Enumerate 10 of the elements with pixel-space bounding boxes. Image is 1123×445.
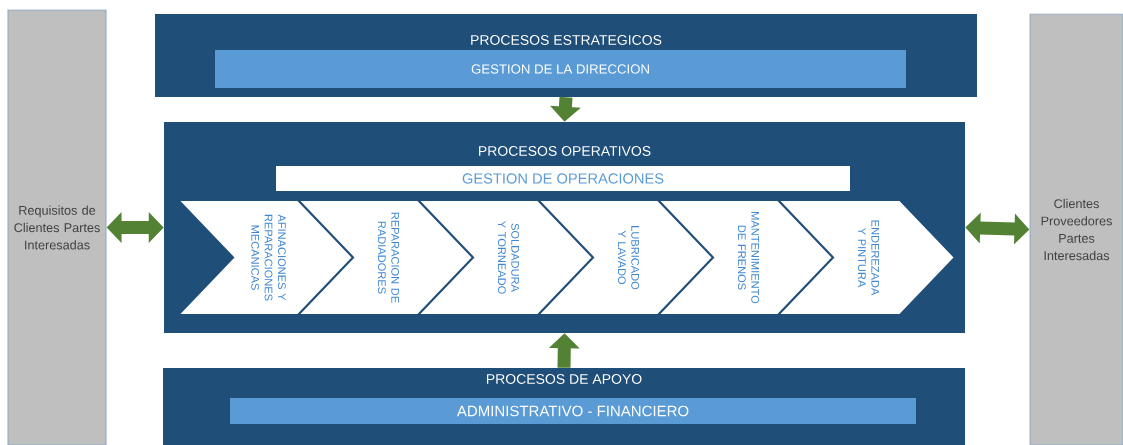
chevron-step: MANTENIMIENTO DE FRENOS — [655, 198, 837, 317]
chevron-step: ENDEREZADA Y PINTURA — [775, 198, 957, 317]
process-box: GESTION DE OPERACIONES — [276, 166, 850, 191]
process-box: GESTION DE LA DIRECCION — [215, 50, 906, 88]
requirement-box: Clientes Proveedores Partes Interesadas — [1029, 13, 1123, 445]
chevron-step: SOLDADURA Y TORNEADO — [415, 198, 597, 317]
requirement-box: Requisitos de Clientes Partes Interesadas — [7, 9, 107, 445]
chevron-step: REPARACION DE RADIADORES — [295, 198, 477, 317]
process-box: ADMINISTRATIVO - FINANCIERO — [230, 398, 916, 424]
chevron-step: LUBRICADO Y LAVADO — [535, 198, 717, 317]
